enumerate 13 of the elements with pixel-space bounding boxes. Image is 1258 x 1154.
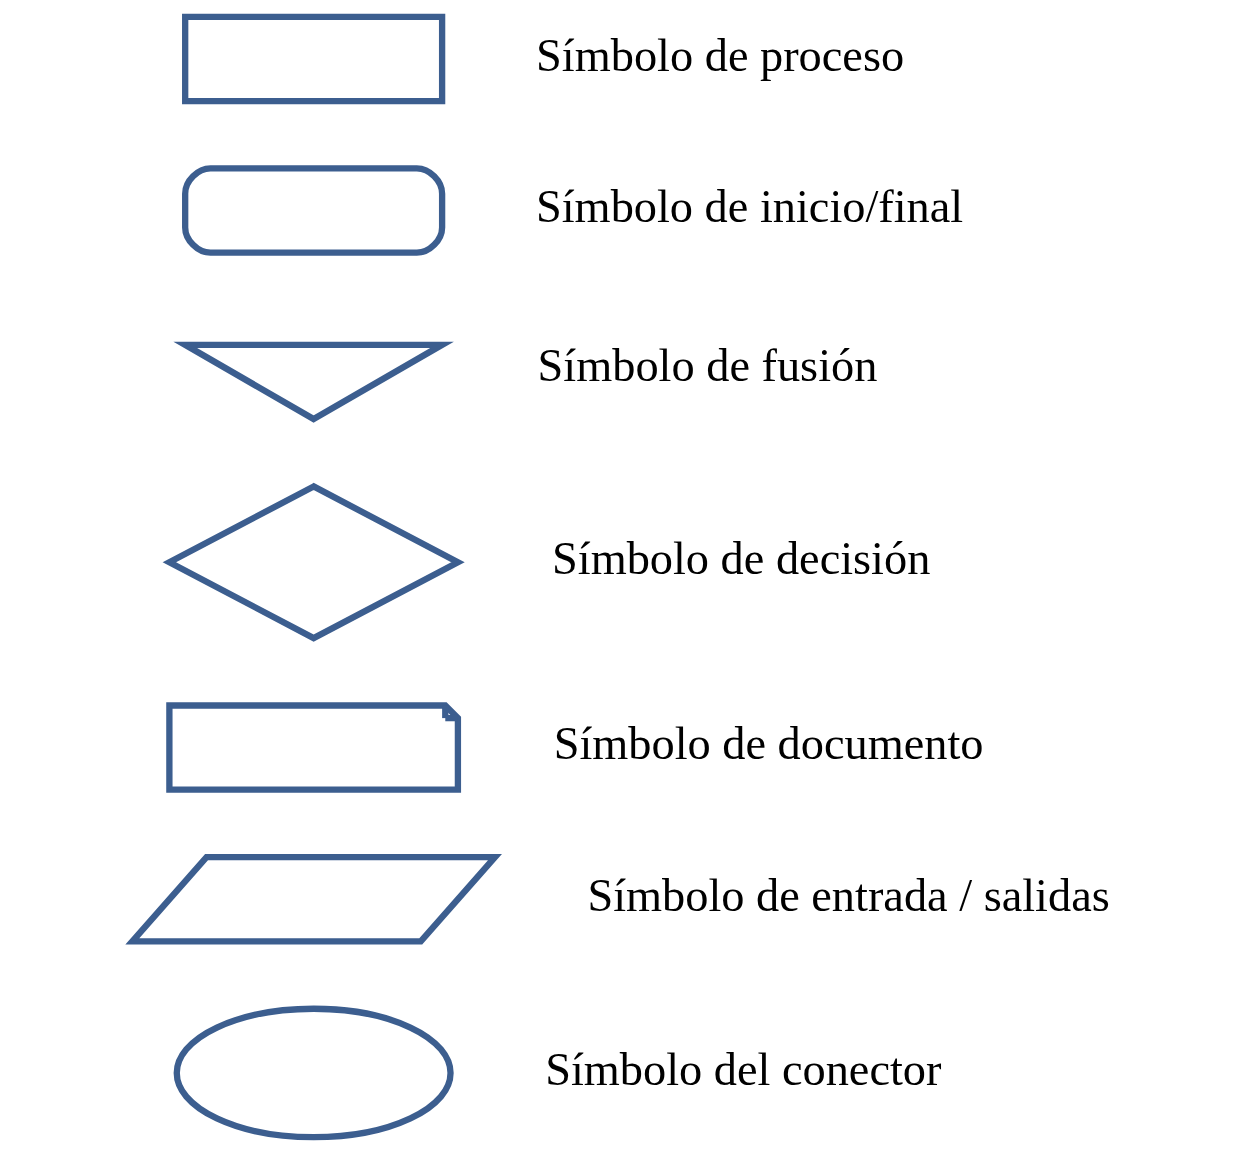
node-label: Símbolo de proceso — [535, 29, 904, 81]
node-rounded — [181, 165, 445, 256]
node-label: Símbolo de fusión — [537, 340, 877, 392]
node-label: Símbolo de inicio/final — [535, 181, 963, 233]
node-box — [181, 13, 445, 105]
node-diamond — [162, 482, 465, 642]
node-label: Símbolo del conector — [544, 1043, 941, 1095]
node-parallelogram — [124, 853, 502, 945]
node-label: Símbolo de documento — [553, 718, 983, 770]
node-label: Símbolo de entrada / salidas — [586, 870, 1110, 922]
node-ellipse — [173, 1005, 454, 1141]
node-label: Símbolo de decisión — [551, 533, 930, 585]
node-triangle — [172, 341, 454, 423]
